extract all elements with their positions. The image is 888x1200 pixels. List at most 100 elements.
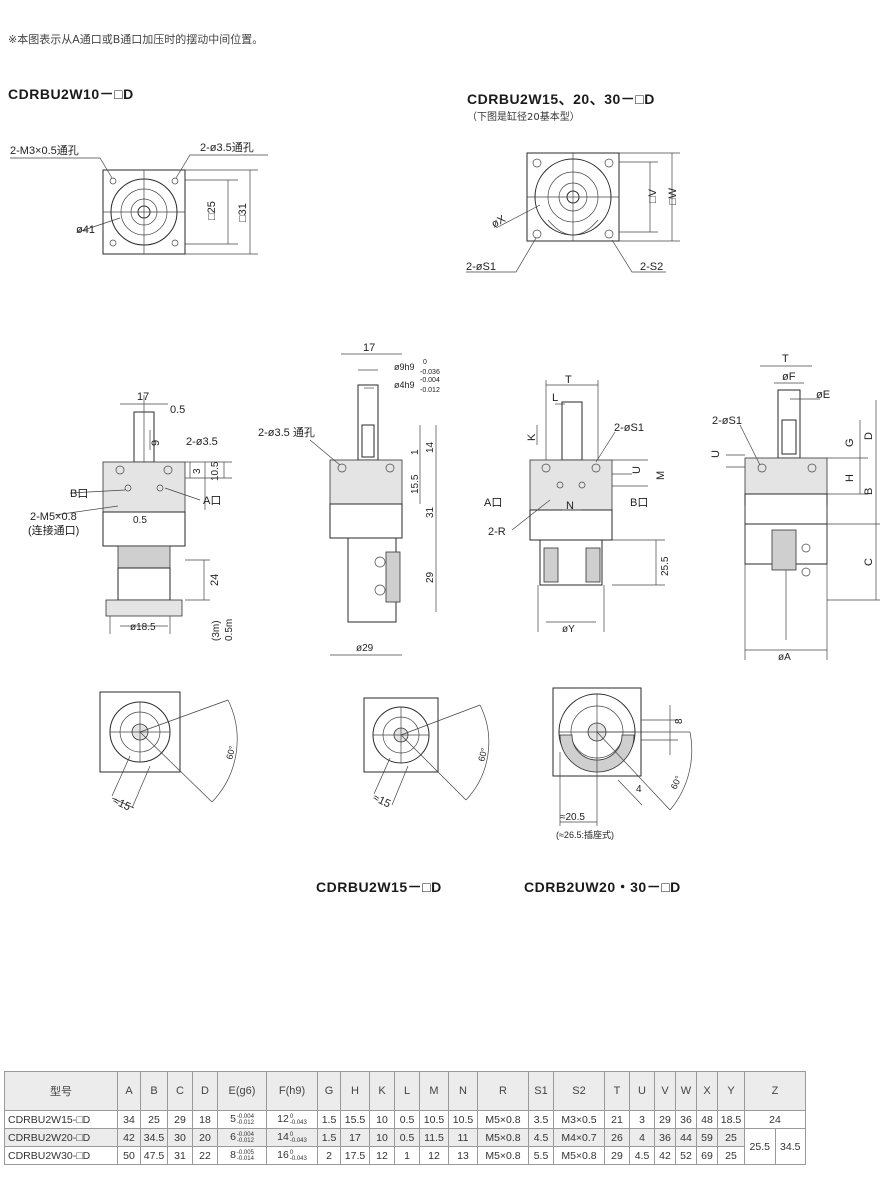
header-u: U <box>629 1071 655 1111</box>
header-l: L <box>394 1071 420 1111</box>
cell-f-value: 16 <box>277 1149 289 1162</box>
header-f: F(h9) <box>266 1071 318 1111</box>
dim-b20-4: 4 <box>636 784 642 795</box>
cell-z-merged-1: 25.5 <box>744 1128 776 1165</box>
cell-e: 6-0.004-0.012 <box>217 1128 267 1147</box>
title-w15: CDRBU2W15－□D <box>316 879 442 895</box>
cell-s2: M4×0.7 <box>553 1128 605 1147</box>
cell-e: 8-0.005-0.014 <box>217 1146 267 1165</box>
header-n: N <box>448 1071 478 1111</box>
dim-w15-tol2: ø4h9 <box>394 380 415 390</box>
cell-f-upper: 0 <box>289 1131 294 1138</box>
cell-y: 18.5 <box>717 1110 745 1129</box>
bottom-view-w20: 8 4 60° ≈20.5 (≈26.5:插座式) <box>552 687 693 840</box>
cell-c: 30 <box>167 1128 193 1147</box>
cell-v: 42 <box>654 1146 676 1165</box>
cell-c: 29 <box>167 1110 193 1129</box>
dim-w15-hole: 2-ø3.5 通孔 <box>258 426 315 439</box>
header-z: Z <box>744 1071 806 1111</box>
dim-w15-29: 29 <box>425 571 436 583</box>
dim-w15-155: 15.5 <box>410 474 421 494</box>
header-a: A <box>117 1071 141 1111</box>
cell-f-lower: -0.043 <box>289 1119 307 1126</box>
cell-m: 10.5 <box>419 1110 449 1129</box>
cell-r: M5×0.8 <box>477 1146 529 1165</box>
header-s2: S2 <box>553 1071 605 1111</box>
dim-w20-u: U <box>631 466 643 474</box>
cell-a: 50 <box>117 1146 141 1165</box>
cell-k: 10 <box>369 1128 395 1147</box>
cell-z-merged-2: 34.5 <box>774 1128 806 1165</box>
dim-w20-m: M <box>655 471 667 480</box>
cell-e-upper: -0.004 <box>236 1131 254 1138</box>
cell-g: 1.5 <box>317 1128 341 1147</box>
dim-w15-1: 1 <box>410 449 421 455</box>
dim-w15-tol2-dn: -0.012 <box>420 387 440 394</box>
dim-w30-a: øA <box>778 652 791 663</box>
cell-w: 44 <box>675 1128 697 1147</box>
dim-w10-24: 24 <box>209 574 221 586</box>
angle-b10-60: 60° <box>224 744 237 760</box>
cell-h: 17.5 <box>340 1146 370 1165</box>
dim-w30-u: U <box>710 450 722 458</box>
cell-t: 26 <box>604 1128 630 1147</box>
label-w15-v: □V <box>647 188 659 203</box>
dim-w15-tol1-up: 0 <box>423 359 427 366</box>
title-w20-30: CDRB2UW20・30－□D <box>524 879 681 895</box>
header-m: M <box>419 1071 449 1111</box>
cell-n: 13 <box>448 1146 478 1165</box>
label-w10-dia41: ø41 <box>76 224 95 236</box>
cell-x: 59 <box>696 1128 718 1147</box>
label-w10-m5-sub: (连接通口) <box>28 524 79 537</box>
cell-l: 1 <box>394 1146 420 1165</box>
cell-h: 17 <box>340 1128 370 1147</box>
header-x: X <box>696 1071 718 1111</box>
label-w20-a-port: A口 <box>484 497 502 509</box>
cell-b: 47.5 <box>140 1146 168 1165</box>
label-w10-b-port: B口 <box>70 488 88 500</box>
dim-b15-15: ≈15 <box>371 792 393 811</box>
table-row: CDRBU2W20-□D 42 34.5 30 20 6-0.004-0.012… <box>4 1128 806 1165</box>
dim-w20-y: øY <box>562 624 575 635</box>
subtitle-w15-30: （下图是缸径20基本型） <box>467 112 580 123</box>
dim-w10-185: ø18.5 <box>130 622 156 633</box>
side-view-w10: 17 0.5 9 2-ø3.5 3 10.5 B口 A口 2-M5×0.8 (连… <box>28 391 235 641</box>
label-w15-w: □W <box>667 187 679 205</box>
dim-w15-29b: ø29 <box>356 643 374 654</box>
cell-e-value: 5 <box>230 1113 236 1126</box>
dim-w10-05: 0.5 <box>170 404 185 416</box>
header-r: R <box>477 1071 529 1111</box>
label-w10-m5: 2-M5×0.8 <box>30 511 77 523</box>
dim-w30-c: C <box>863 558 875 566</box>
dim-w10-3m: (3m) <box>211 620 222 641</box>
cell-t: 29 <box>604 1146 630 1165</box>
dim-w30-s1: 2-øS1 <box>712 415 742 427</box>
cell-s2: M5×0.8 <box>553 1146 605 1165</box>
dim-b10-15: ≈15 <box>111 795 133 814</box>
cell-model: CDRBU2W20-□D <box>4 1128 118 1147</box>
cell-k: 12 <box>369 1146 395 1165</box>
header-w: W <box>675 1071 697 1111</box>
cell-e-upper: -0.005 <box>236 1149 254 1156</box>
cell-n: 11 <box>448 1128 478 1147</box>
cell-n: 10.5 <box>448 1110 478 1129</box>
cell-r: M5×0.8 <box>477 1128 529 1147</box>
cell-u: 4 <box>629 1128 655 1147</box>
side-view-w30: T øF øE 2-øS1 U G D H B C øA <box>710 353 880 663</box>
label-w10-sq31: □31 <box>237 203 249 222</box>
cell-x: 69 <box>696 1146 718 1165</box>
cell-m: 12 <box>419 1146 449 1165</box>
angle-b15-60: 60° <box>476 746 489 762</box>
cell-e-upper: -0.004 <box>236 1113 254 1120</box>
dim-w20-r: 2-R <box>488 526 506 538</box>
front-view-w15-30: øX □V □W 2-øS1 2-S2 <box>466 152 680 273</box>
cell-w: 52 <box>675 1146 697 1165</box>
cell-g: 1.5 <box>317 1110 341 1129</box>
cell-v: 36 <box>654 1128 676 1147</box>
dim-w10-hole: 2-ø3.5 <box>186 436 218 448</box>
table-row: CDRBU2W30-□D 50 47.5 31 22 8-0.005-0.014… <box>4 1146 806 1165</box>
header-h: H <box>340 1071 370 1111</box>
cell-y: 25 <box>717 1128 745 1147</box>
cell-e-value: 6 <box>230 1131 236 1144</box>
cell-s1: 3.5 <box>528 1110 554 1129</box>
